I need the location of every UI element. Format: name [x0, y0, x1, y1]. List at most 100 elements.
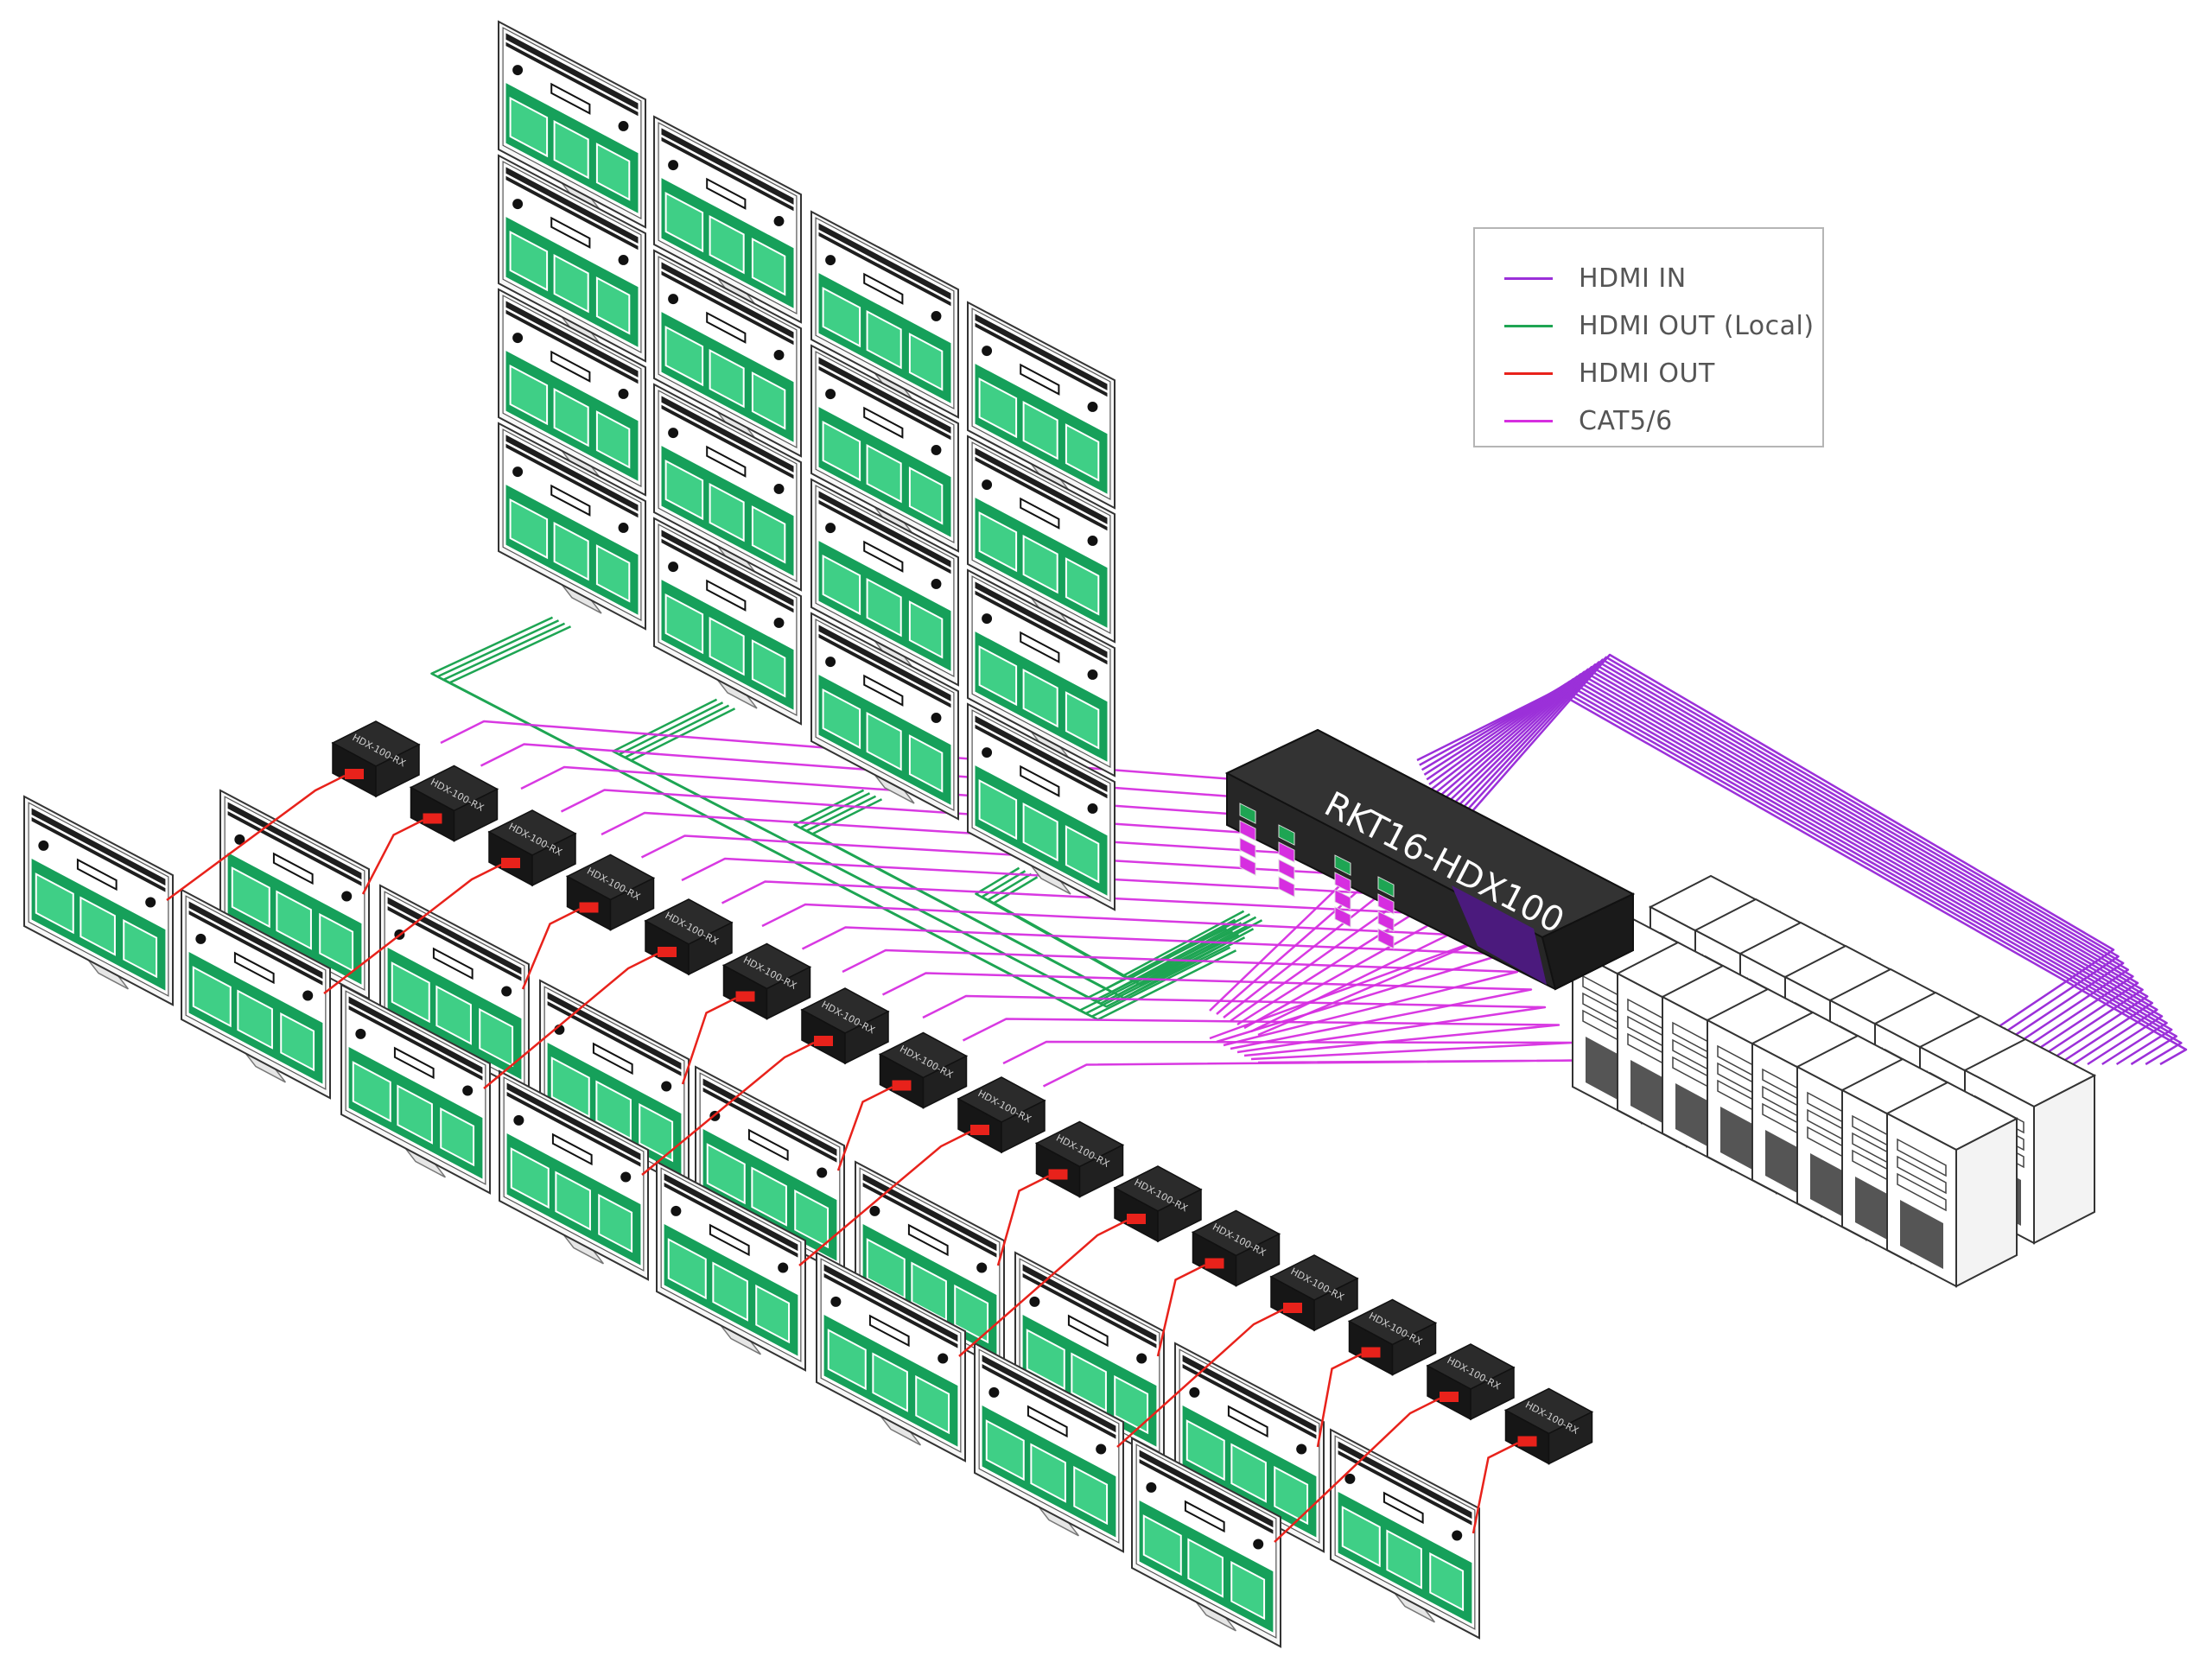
computer-bank — [1570, 874, 2097, 1288]
monitor — [810, 210, 959, 419]
monitor — [967, 301, 1116, 510]
matrix-port — [1278, 859, 1295, 880]
matrix-port — [1377, 910, 1395, 932]
monitor — [653, 249, 802, 458]
hdmi-out-cable — [836, 1086, 893, 1171]
hdmi-out-cable — [996, 1175, 1050, 1266]
legend-label: HDMI OUT — [1579, 358, 1715, 389]
legend-swatch — [1504, 277, 1553, 280]
receiver: HDX-100-RX — [1116, 1254, 1359, 1448]
receiver: HDX-100-RX — [798, 1076, 1046, 1266]
matrix-port — [1239, 854, 1256, 876]
hdmi-port — [1127, 1214, 1146, 1224]
legend-item-hdmi-out-local: HDMI OUT (Local) — [1504, 302, 1822, 350]
monitor — [499, 1069, 649, 1281]
legend-item-hdmi-out: HDMI OUT — [1504, 350, 1822, 397]
monitor — [855, 1160, 1005, 1372]
legend-swatch — [1504, 372, 1553, 375]
monitor — [1131, 1437, 1281, 1648]
hdmi-port — [345, 769, 364, 779]
monitor — [653, 115, 802, 324]
hdmi-port — [1440, 1392, 1459, 1402]
matrix-port — [1278, 824, 1295, 846]
receiver: HDX-100-RX — [1316, 1298, 1438, 1448]
legend: HDMI IN HDMI OUT (Local) HDMI OUT CAT5/6 — [1473, 227, 1824, 447]
monitor — [539, 979, 690, 1190]
receiver: HDX-100-RX — [641, 987, 890, 1176]
monitor — [695, 1065, 845, 1277]
monitor — [340, 983, 491, 1195]
monitor — [810, 478, 959, 687]
monitor — [1014, 1251, 1165, 1462]
monitor — [1174, 1342, 1325, 1553]
receiver: HDX-100-RX — [681, 942, 812, 1085]
receiver: HDX-100-RX — [483, 898, 734, 1089]
hdmi-port — [1048, 1169, 1068, 1180]
hdmi-out-cable — [1471, 1442, 1519, 1534]
hdmi-out-cable — [641, 1041, 815, 1176]
legend-swatch — [1504, 420, 1553, 422]
hdmi-out-cable — [798, 1130, 971, 1266]
receiver: HDX-100-RX — [166, 720, 421, 902]
hdmi-port — [658, 947, 677, 957]
matrix-port — [1239, 820, 1256, 841]
matrix-ports — [1239, 803, 1395, 949]
legend-item-cat56: CAT5/6 — [1504, 397, 1822, 445]
hdmi-out-cable — [483, 952, 658, 1089]
matrix-port — [1334, 854, 1351, 876]
matrix-switch: RKT16-HDX100 — [1224, 728, 1636, 991]
legend-swatch — [1504, 325, 1553, 327]
monitor — [810, 344, 959, 553]
monitor — [974, 1342, 1124, 1553]
monitor — [181, 888, 331, 1100]
matrix-port — [1239, 837, 1256, 859]
matrix-port — [1377, 876, 1395, 898]
monitor — [816, 1251, 966, 1462]
hdmi-out-cable — [166, 774, 346, 902]
hdmi-out-cable — [1116, 1308, 1284, 1448]
monitor — [498, 288, 646, 497]
hdmi-port — [423, 813, 442, 824]
monitor — [379, 884, 530, 1095]
monitor — [23, 795, 174, 1006]
hdmi-port — [579, 902, 599, 913]
local-video-wall — [498, 20, 1116, 911]
monitor — [656, 1160, 806, 1372]
receiver: HDX-100-RX — [1274, 1343, 1516, 1543]
legend-item-hdmi-in: HDMI IN — [1504, 255, 1822, 302]
hdmi-port — [814, 1036, 833, 1046]
hdmi-port — [970, 1125, 989, 1135]
matrix-port — [1239, 803, 1256, 824]
monitor — [498, 20, 646, 229]
hdmi-out-cable — [361, 819, 424, 895]
monitor — [653, 517, 802, 726]
cables-layer — [430, 616, 2188, 1088]
hdmi-out-cable — [1316, 1353, 1363, 1448]
hdmi-port — [1361, 1347, 1381, 1358]
hdmi-port — [1517, 1436, 1537, 1447]
receiver: HDX-100-RX — [521, 853, 656, 990]
matrix-port — [1377, 893, 1395, 915]
matrix-port — [1334, 889, 1351, 910]
monitor — [967, 702, 1116, 911]
legend-label: HDMI IN — [1579, 263, 1687, 294]
monitor — [967, 568, 1116, 777]
hdmi-out-cable — [681, 997, 737, 1085]
hdmi-out-cable — [1274, 1397, 1440, 1543]
matrix-port — [1278, 876, 1295, 898]
hdmi-port — [1283, 1303, 1302, 1313]
remote-displays — [23, 789, 1480, 1648]
monitor — [498, 422, 646, 631]
receiver: HDX-100-RX — [996, 1120, 1125, 1266]
hdmi-out-cable — [1156, 1264, 1206, 1357]
legend-label: CAT5/6 — [1579, 406, 1673, 436]
hdmi-out-cable — [323, 863, 502, 994]
receivers-layer: HDX-100-RXHDX-100-RXHDX-100-RXHDX-100-RX… — [166, 720, 1594, 1543]
receiver: HDX-100-RX — [1471, 1387, 1594, 1534]
receiver: HDX-100-RX — [1156, 1209, 1281, 1357]
matrix-port — [1278, 841, 1295, 863]
hdmi-port — [501, 858, 520, 868]
monitor — [1330, 1428, 1480, 1640]
matrix-port — [1334, 872, 1351, 893]
legend-label: HDMI OUT (Local) — [1579, 311, 1815, 341]
